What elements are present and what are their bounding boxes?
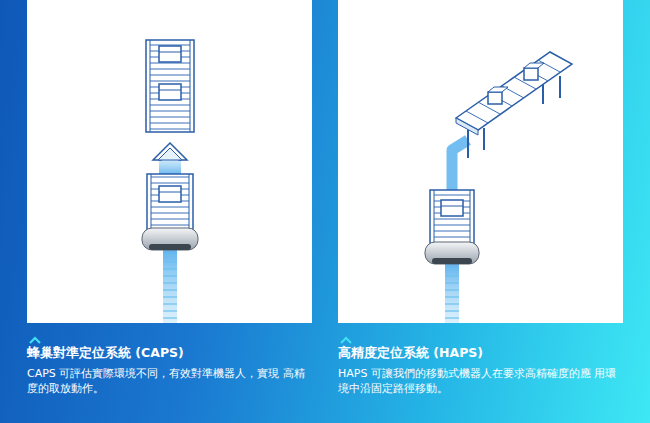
panel-heading: 高精度定位系統 (HAPS): [338, 345, 622, 361]
caps-illustration: [27, 0, 312, 323]
panel-heading: 蜂巢對準定位系統 (CAPS): [27, 345, 311, 361]
chevron-icon: [29, 336, 41, 344]
panel-description: HAPS 可讓我們的移動式機器人在要求高精確度的應 用環境中沿固定路徑移動。: [338, 366, 620, 396]
caps-panel: 蜂巢對準定位系統 (CAPS) CAPS 可評估實際環境不同，有效對準機器人，實現…: [27, 0, 312, 423]
haps-panel: 高精度定位系統 (HAPS) HAPS 可讓我們的移動式機器人在要求高精確度的應 …: [338, 0, 623, 423]
chevron-icon: [340, 336, 352, 344]
panel-description: CAPS 可評估實際環境不同，有效對準機器人，實現 高精度的取放動作。: [27, 366, 309, 396]
haps-illustration: [338, 0, 623, 323]
